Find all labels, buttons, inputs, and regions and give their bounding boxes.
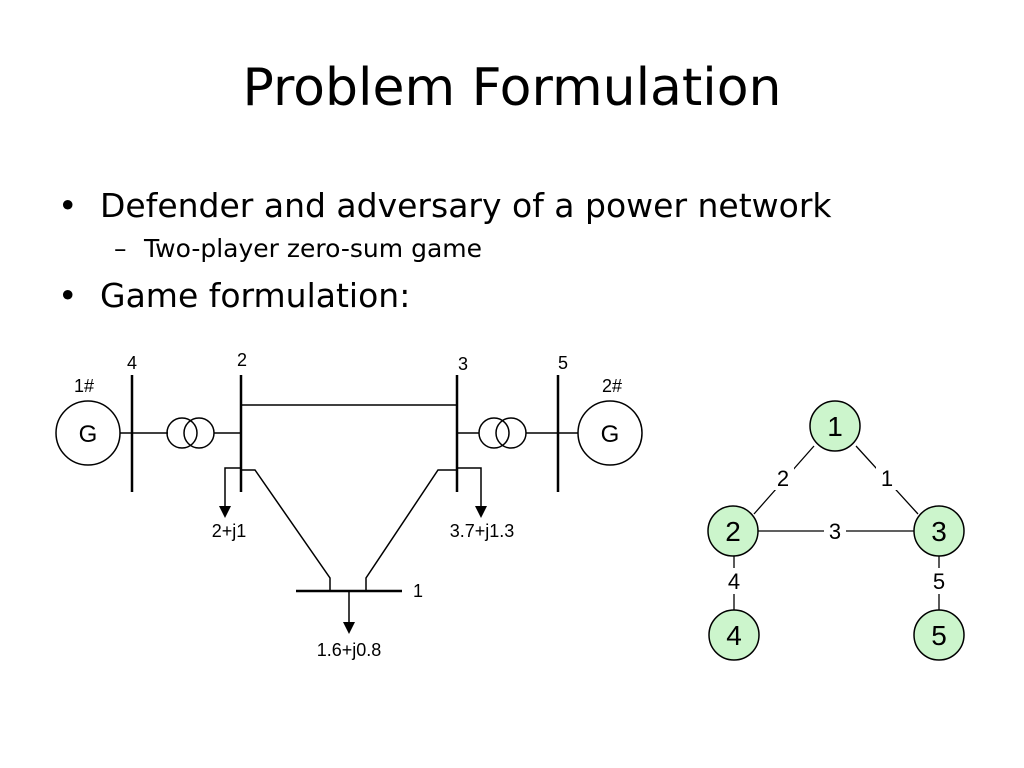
load-arrow-bus2-head — [219, 506, 231, 518]
load-label-bus2: 2+j1 — [212, 521, 247, 541]
graph-edge-2-label: 2 — [777, 466, 789, 491]
load-label-bus3: 3.7+j1.3 — [450, 521, 515, 541]
graph-edge-label-bg — [723, 568, 745, 594]
load-arrow-bus3-head — [475, 506, 487, 518]
transformer-left-winding-b — [183, 417, 215, 449]
sub-bullet-item: – Two-player zero-sum game — [58, 229, 832, 269]
graph-node-5-label: 5 — [931, 620, 947, 651]
bus-label-5: 5 — [558, 353, 568, 373]
generator-2-circle — [577, 400, 643, 466]
graph-edge-4-label: 4 — [728, 569, 740, 594]
generator-1-symbol: G — [79, 421, 98, 448]
bus-label-2: 2 — [237, 350, 247, 370]
generator-1-id: 1# — [74, 376, 94, 396]
graph-edge-label-bg — [824, 518, 846, 544]
bullet-list: • Defender and adversary of a power netw… — [58, 183, 832, 319]
graph-node-2-label: 2 — [725, 516, 741, 547]
generator-2-id: 2# — [602, 376, 622, 396]
generator-2-symbol: G — [601, 421, 620, 448]
graph-edge-5-label: 5 — [933, 569, 945, 594]
graph-edge-label-bg — [876, 464, 898, 490]
line-bus3-bus1 — [365, 469, 457, 591]
transformer-left-winding-a — [166, 417, 198, 449]
graph-node-1-label: 1 — [827, 411, 843, 442]
bus-label-3: 3 — [458, 354, 468, 374]
graph-edge-3-label: 3 — [829, 519, 841, 544]
graph-node-3-label: 3 — [931, 516, 947, 547]
graph-edge-label-bg — [928, 568, 950, 594]
bus-label-4: 4 — [127, 353, 137, 373]
bullet-item: • Game formulation: — [58, 273, 832, 319]
transformer-right-winding-a — [478, 417, 510, 449]
transformer-right-winding-b — [495, 417, 527, 449]
graph-node-4-label: 4 — [726, 620, 742, 651]
line-bus2-bus1 — [241, 469, 331, 591]
bullet-text: Game formulation: — [100, 276, 411, 315]
load-label-bus1: 1.6+j0.8 — [317, 640, 382, 660]
graph-node-1 — [809, 400, 861, 452]
sub-bullet-marker: – — [114, 234, 127, 263]
graph-node-4 — [708, 609, 760, 661]
sub-bullet-text: Two-player zero-sum game — [144, 234, 483, 263]
load-arrow-bus3-line — [457, 467, 482, 510]
bullet-marker: • — [58, 276, 78, 315]
load-arrow-bus1-head — [343, 622, 355, 634]
graph-edge-1-label: 1 — [881, 466, 893, 491]
bullet-item: • Defender and adversary of a power netw… — [58, 183, 832, 229]
bullet-marker: • — [58, 186, 78, 225]
power-network-diagram — [55, 375, 643, 634]
graph-node-2 — [707, 505, 759, 557]
graph-node-3 — [913, 505, 965, 557]
load-arrow-bus2-line — [224, 467, 241, 510]
network-graph — [707, 400, 965, 661]
bus-label-1: 1 — [413, 581, 423, 601]
graph-edge-label-bg — [772, 464, 794, 490]
graph-node-5 — [913, 609, 965, 661]
bullet-text: Defender and adversary of a power networ… — [100, 186, 832, 225]
slide-title: Problem Formulation — [242, 58, 782, 118]
